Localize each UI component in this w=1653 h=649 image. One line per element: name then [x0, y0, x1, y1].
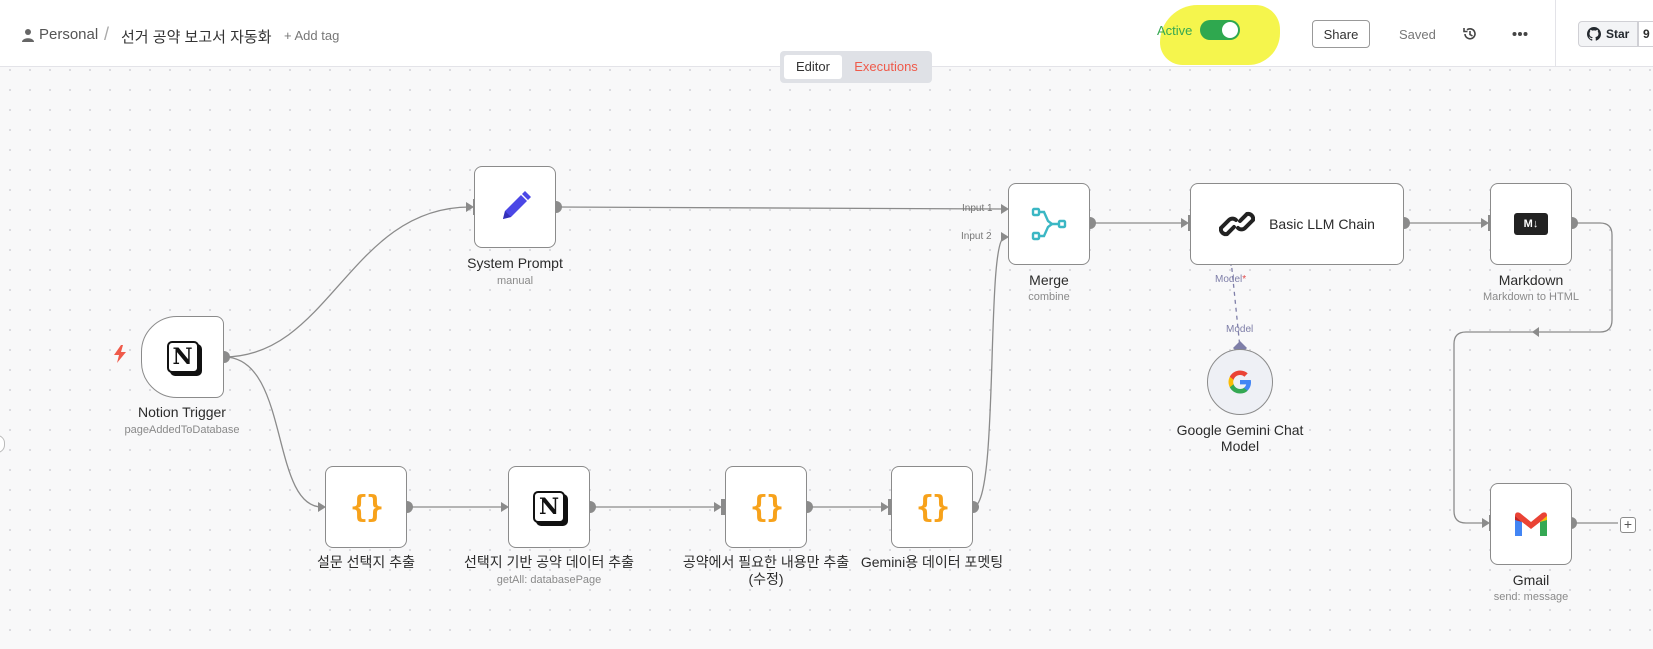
connection-system-prompt-to-merge	[555, 206, 1006, 210]
view-tabs: Editor Executions	[780, 51, 932, 83]
merge-input2-label: Input 2	[961, 231, 992, 242]
node-label-gemini-line2: Model	[1220, 438, 1260, 454]
add-node-plus-icon[interactable]: +	[1620, 517, 1636, 533]
node-code-survey-options[interactable]: {}	[325, 466, 407, 548]
github-star-button[interactable]: Star	[1578, 21, 1638, 47]
active-toggle[interactable]	[1200, 20, 1241, 40]
node-merge[interactable]	[1008, 183, 1090, 265]
node-subtitle-gmail: send: message	[1493, 591, 1569, 603]
node-subtitle-notion-trigger: pageAddedToDatabase	[124, 424, 240, 436]
code-icon: {}	[749, 489, 784, 525]
star-label: Star	[1606, 27, 1630, 41]
node-notion-trigger[interactable]: N	[141, 316, 224, 398]
connection-code3-to-merge	[972, 236, 1006, 508]
workflow-title[interactable]: 선거 공약 보고서 자동화	[121, 29, 272, 46]
node-code-gemini-format[interactable]: {}	[891, 466, 973, 548]
header-divider	[1555, 0, 1556, 67]
star-count[interactable]: 9	[1638, 21, 1653, 47]
node-label-llm-chain: Basic LLM Chain	[1269, 216, 1375, 232]
node-label-merge: Merge	[1029, 272, 1069, 288]
node-label-code3: Gemini용 데이터 포멧팅	[860, 554, 1004, 570]
node-subtitle-system-prompt: manual	[496, 275, 534, 287]
notion-icon: N	[533, 491, 565, 523]
canvas-side-handle[interactable]	[0, 435, 5, 453]
node-label-gmail: Gmail	[1512, 572, 1550, 588]
workflow-header: Personal / 선거 공약 보고서 자동화 + Add tag Activ…	[0, 0, 1653, 67]
code-icon: {}	[915, 489, 950, 525]
active-label: Active	[1157, 22, 1193, 38]
arrow-input-code2	[714, 502, 722, 512]
connection-trigger-to-system-prompt	[223, 206, 471, 358]
notion-icon: N	[166, 341, 199, 373]
arrow-midway	[1532, 327, 1539, 337]
node-label-code1: 설문 선택지 추출	[317, 554, 415, 570]
node-basic-llm-chain[interactable]: Basic LLM Chain	[1190, 183, 1404, 265]
more-options-icon[interactable]	[1512, 31, 1528, 37]
node-label-code2-line1: 공약에서 필요한 내용만 추출	[682, 554, 850, 570]
arrow-input-code3	[881, 502, 889, 512]
node-gmail[interactable]	[1490, 483, 1572, 565]
github-icon	[1587, 27, 1601, 41]
google-icon	[1228, 370, 1251, 394]
history-icon[interactable]	[1462, 26, 1478, 42]
node-label-notion-get: 선택지 기반 공약 데이터 추출	[463, 554, 635, 570]
node-notion-get[interactable]: N	[508, 466, 590, 548]
trigger-bolt-icon	[114, 345, 126, 363]
llm-model-port-label: Model*	[1215, 274, 1246, 285]
breadcrumb-personal[interactable]: Personal	[22, 26, 98, 43]
node-subtitle-markdown: Markdown to HTML	[1483, 291, 1579, 303]
code-icon: {}	[349, 489, 384, 525]
active-toggle-group: Active	[1157, 20, 1241, 40]
merge-input1-label: Input 1	[962, 203, 993, 214]
node-label-gemini-line1: Google Gemini Chat	[1176, 422, 1304, 438]
arrow-input-system-prompt	[466, 202, 474, 212]
node-code-extract[interactable]: {}	[725, 466, 807, 548]
node-subtitle-merge: combine	[1028, 291, 1070, 303]
node-label-system-prompt: System Prompt	[467, 255, 563, 271]
breadcrumb-workspace-label: Personal	[39, 26, 99, 43]
node-google-gemini[interactable]	[1207, 349, 1273, 415]
tab-executions[interactable]: Executions	[854, 59, 918, 74]
arrow-input-gmail	[1482, 518, 1490, 528]
connection-markdown-to-gmail	[1453, 222, 1613, 524]
arrow-input-markdown	[1481, 218, 1489, 228]
person-icon	[22, 28, 34, 42]
node-label-code2-line2: (수정)	[748, 571, 784, 587]
required-asterisk: *	[1242, 274, 1247, 285]
llm-model-port-text: Model	[1215, 274, 1243, 285]
gmail-icon	[1515, 512, 1547, 536]
node-markdown[interactable]: M↓	[1490, 183, 1572, 265]
pencil-icon	[503, 191, 531, 219]
saved-status: Saved	[1399, 27, 1436, 42]
share-button[interactable]: Share	[1312, 20, 1370, 48]
node-label-markdown: Markdown	[1498, 272, 1564, 288]
node-system-prompt[interactable]	[474, 166, 556, 248]
gemini-model-port-label: Model	[1226, 324, 1254, 335]
node-label-notion-trigger: Notion Trigger	[138, 404, 226, 420]
tab-editor[interactable]: Editor	[784, 55, 842, 79]
toggle-knob	[1222, 22, 1239, 38]
markdown-icon: M↓	[1514, 213, 1548, 235]
arrow-input-llm	[1181, 218, 1189, 228]
breadcrumb-separator: /	[104, 24, 110, 44]
merge-icon	[1031, 207, 1067, 241]
link-icon	[1219, 211, 1256, 237]
node-subtitle-notion-get: getAll: databasePage	[496, 574, 602, 586]
add-tag-button[interactable]: + Add tag	[284, 28, 340, 43]
